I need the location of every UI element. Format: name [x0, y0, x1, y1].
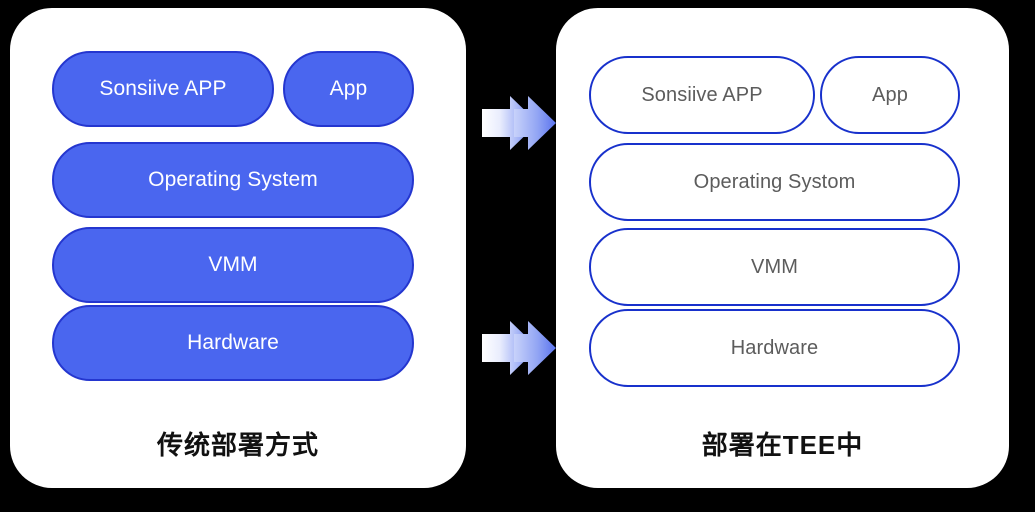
layer-hardware-tee: Hardware [589, 309, 960, 387]
layer-label: VMM [208, 253, 258, 276]
layer-operating-system-traditional: Operating System [52, 142, 414, 218]
layer-label: Operating Systom [693, 170, 856, 193]
layer-vmm-tee: VMM [589, 228, 960, 306]
layer-sonsiive-app-traditional: Sonsiive APP [52, 51, 274, 127]
layer-app-tee: App [820, 56, 960, 134]
panel-caption-traditional: 传统部署方式 [156, 430, 319, 460]
layer-sonsiive-app-tee: Sonsiive APP [589, 56, 815, 134]
layer-stack-tee: Sonsiive APP App Operating Systom VMM Ha… [556, 8, 1009, 488]
panel-caption-tee: 部署在TEE中 [701, 430, 864, 460]
layer-label: Hardware [730, 336, 819, 359]
layer-label: Sonsiive APP [641, 83, 763, 106]
layer-vmm-traditional: VMM [52, 227, 414, 303]
layer-label: App [329, 77, 368, 100]
layer-hardware-traditional: Hardware [52, 305, 414, 381]
double-chevron-right-arrow-icon [482, 88, 556, 158]
layer-operating-system-tee: Operating Systom [589, 143, 960, 221]
layer-label: Operating System [148, 168, 318, 191]
layer-label: Hardware [187, 331, 279, 354]
layer-app-traditional: App [283, 51, 414, 127]
double-chevron-right-arrow-icon [482, 313, 556, 383]
layer-stack-traditional: Sonsiive APP App Operating System VMM Ha… [10, 8, 466, 488]
panel-traditional-deployment: Sonsiive APP App Operating System VMM Ha… [10, 8, 466, 488]
layer-label: App [872, 83, 908, 106]
layer-label: Sonsiive APP [99, 77, 227, 100]
panel-tee-deployment: Sonsiive APP App Operating Systom VMM Ha… [556, 8, 1009, 488]
layer-label: VMM [751, 255, 798, 278]
